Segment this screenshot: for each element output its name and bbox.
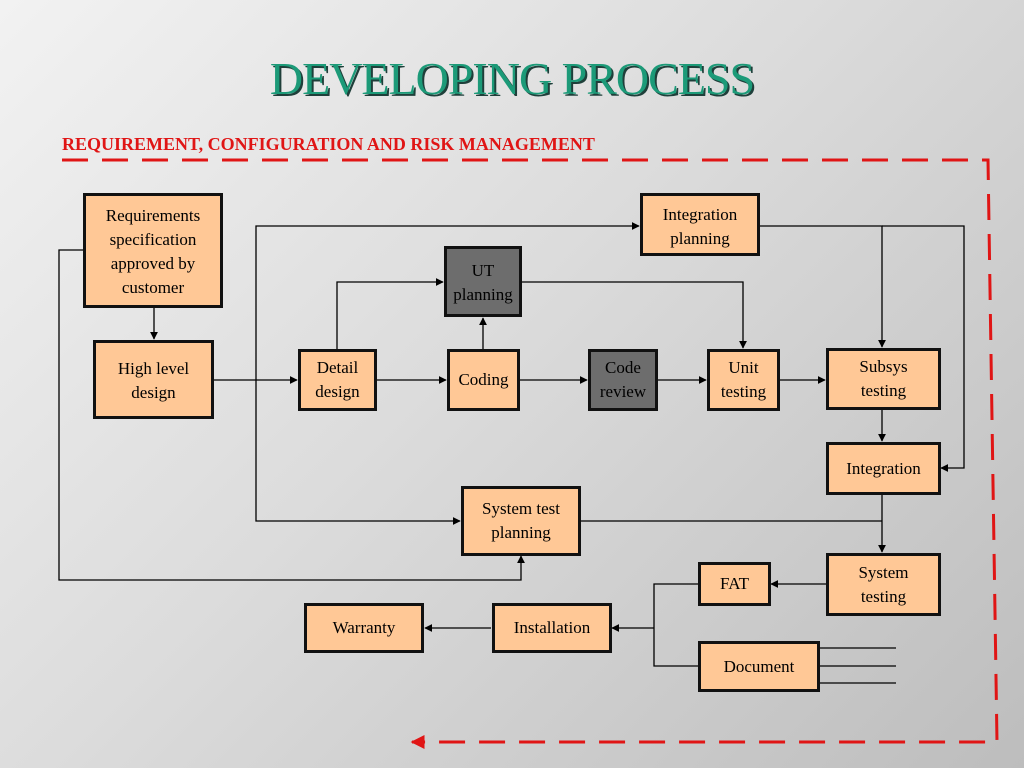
document-lines bbox=[820, 647, 896, 684]
box-subsys-testing: Subsys testing bbox=[826, 348, 941, 410]
arrow-intplan-to-integration bbox=[882, 225, 965, 472]
arrow-req-to-stp bbox=[58, 249, 525, 581]
page-title: DEVELOPING PROCESS bbox=[269, 53, 755, 104]
box-system-test-planning: System test planning bbox=[461, 486, 581, 556]
arrow-detail-to-ut bbox=[336, 278, 444, 349]
arrow-intplan-to-subsys bbox=[760, 225, 886, 348]
management-subtitle: REQUIREMENT, CONFIGURATION AND RISK MANA… bbox=[62, 134, 595, 154]
box-installation: Installation bbox=[492, 603, 612, 653]
management-dashed-border bbox=[62, 158, 999, 749]
box-high-level-design: High level design bbox=[93, 340, 214, 419]
box-ut-planning: UT planning bbox=[444, 246, 522, 317]
box-warranty: Warranty bbox=[304, 603, 424, 653]
box-unit-testing: Unit testing bbox=[707, 349, 780, 411]
arrow-hld-to-intplan bbox=[255, 222, 640, 380]
box-integration: Integration bbox=[826, 442, 941, 495]
box-code-review: Code review bbox=[588, 349, 658, 411]
box-requirements: Requirements specification approved by c… bbox=[83, 193, 223, 308]
arrow-ut-to-unit bbox=[522, 281, 747, 349]
line-fat-doc-bracket bbox=[653, 583, 698, 667]
box-detail-design: Detail design bbox=[298, 349, 377, 411]
box-document: Document bbox=[698, 641, 820, 692]
box-system-testing: System testing bbox=[826, 553, 941, 616]
arrow-hld-to-stp bbox=[255, 380, 461, 525]
box-coding: Coding bbox=[447, 349, 520, 411]
box-integration-planning: Integration planning bbox=[640, 193, 760, 256]
box-fat: FAT bbox=[698, 562, 771, 606]
